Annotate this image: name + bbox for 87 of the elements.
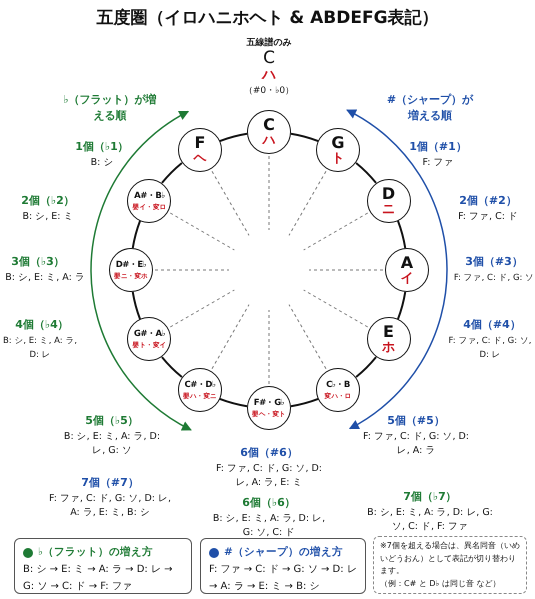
note-list: F: ファ, C: ド, G: ソ, D: レ, A: ラ — [357, 430, 475, 458]
note-list: B: シ — [72, 156, 132, 170]
note-list: B: シ, E: ミ, A: ラ, D: レ, G: ソ — [57, 430, 167, 458]
iroha-name: ホ — [382, 340, 395, 355]
count-label: 5個（♭5） — [84, 414, 140, 428]
count-label: 3個（♭3） — [10, 255, 66, 269]
key-circle — [109, 248, 153, 292]
key-circle — [127, 179, 172, 223]
key-name: A#・B♭ — [134, 190, 165, 202]
key-name: C♭・B — [326, 378, 350, 390]
key-circle — [178, 128, 222, 172]
iroha-name: ハ — [260, 67, 277, 84]
direction-arrow — [346, 109, 448, 430]
circle-arc — [355, 356, 377, 378]
key-circle — [127, 317, 172, 361]
note-list: B: シ, E: ミ, A: ラ, D: レ, G: ソ, C: ド, F: ファ — [360, 506, 500, 534]
note-list: F: ファ, C: ド — [442, 210, 534, 224]
note-text: （例：C# と D♭ は同じ音 など） — [380, 578, 502, 590]
key-name: D — [382, 185, 396, 202]
staff-note: 五線譜のみ — [246, 36, 292, 50]
legend-box — [14, 538, 192, 594]
key-circle — [385, 248, 429, 292]
iroha-name: ヘ — [194, 151, 206, 166]
iroha-name: イ — [400, 271, 414, 286]
circle-arc — [132, 292, 141, 320]
key-circle — [366, 317, 410, 361]
note-list: B: シ, E: ミ — [2, 210, 94, 224]
count-label: 6個（♭6） — [241, 496, 297, 510]
count-label: 1個（♭1） — [74, 140, 130, 154]
note-list: F: ファ, C: ド, G: ソ, D: レ, A: ラ, E: ミ, B: シ — [45, 492, 175, 520]
box-heading: #（シャープ）の増え方 — [224, 544, 343, 560]
note-text: ※7個を超える場合は、異名同音（いめいどうおん）として表記が切り替わります。 — [380, 540, 520, 577]
key-circle — [247, 386, 291, 430]
direction-label: #（シャープ）が増える順 — [386, 92, 474, 124]
key-name: E — [383, 323, 394, 340]
key-circle — [316, 128, 360, 172]
count-label: 7個（#7） — [80, 476, 140, 490]
count-label: 3個（#3） — [464, 255, 524, 269]
count-label: 1個（#1） — [408, 140, 468, 154]
key-name: C — [263, 116, 275, 133]
count-label: 4個（#4） — [462, 318, 522, 332]
key-name: C — [262, 48, 276, 68]
legend-box — [200, 538, 366, 594]
iroha-name: ト — [332, 151, 344, 166]
note-list: B: シ, E: ミ, A: ラ, D: レ, G: ソ, C: ド — [209, 512, 329, 540]
key-name: G — [331, 134, 345, 152]
count-label: 4個（♭4） — [14, 318, 70, 332]
key-name: G#・A♭ — [134, 328, 166, 340]
direction-arrow — [90, 110, 192, 431]
circle-arc — [290, 132, 318, 142]
key-circle — [247, 110, 291, 154]
key-circle — [178, 368, 222, 412]
key-name: D#・E♭ — [116, 259, 146, 271]
key-name: A — [400, 254, 414, 271]
note-list: F: ファ, C: ド, G: ソ, D: レ, A: ラ, E: ミ — [209, 462, 329, 490]
note-list: F: ファ, C: ド, G: ソ — [453, 271, 535, 285]
count-label: 7個（♭7） — [402, 490, 458, 504]
circle-arc — [355, 162, 377, 184]
order-sequence: B: シ → E: ミ → A: ラ → D: レ → G: ソ → C: ド → F: ファ — [23, 563, 174, 594]
note-list: B: シ, E: ミ, A: ラ, D: レ — [0, 334, 80, 362]
direction-label: ♭（フラット）が増える順 — [62, 92, 158, 124]
circle-arc — [397, 292, 406, 320]
circle-arc — [220, 398, 248, 408]
key-name: C#・D♭ — [184, 378, 216, 390]
count-label: 2個（♭2） — [20, 194, 76, 208]
key-circle — [316, 368, 360, 412]
signature-count: （#0・♭0） — [242, 85, 296, 98]
iroha-name: ハ — [262, 133, 276, 148]
note-box — [373, 536, 527, 594]
circle-arc — [220, 132, 248, 142]
circle-arc — [290, 398, 318, 408]
box-heading: ♭（フラット）の増え方 — [38, 544, 153, 560]
title: 五度圏（イロハニホヘト & ABDEFG表記） — [95, 7, 440, 29]
count-label: 5個（#5） — [386, 414, 446, 428]
circle-arc — [132, 220, 141, 248]
note-list: F: ファ, C: ド, G: ソ, D: レ — [448, 334, 532, 362]
order-sequence: F: ファ → C: ド → G: ソ → D: レ → A: ラ → E: ミ → B: シ — [209, 563, 357, 594]
key-name: F#・G♭ — [254, 397, 284, 409]
note-list: B: シ, E: ミ, A: ラ — [1, 271, 89, 285]
circle-arc — [161, 356, 183, 378]
iroha-name: ニ — [382, 202, 395, 217]
note-list: F: ファ — [408, 156, 468, 170]
circle-arc — [161, 162, 183, 184]
key-circle — [366, 179, 410, 223]
count-label: 2個（#2） — [458, 194, 518, 208]
count-label: 6個（#6） — [239, 446, 299, 460]
key-name: F — [194, 134, 206, 152]
